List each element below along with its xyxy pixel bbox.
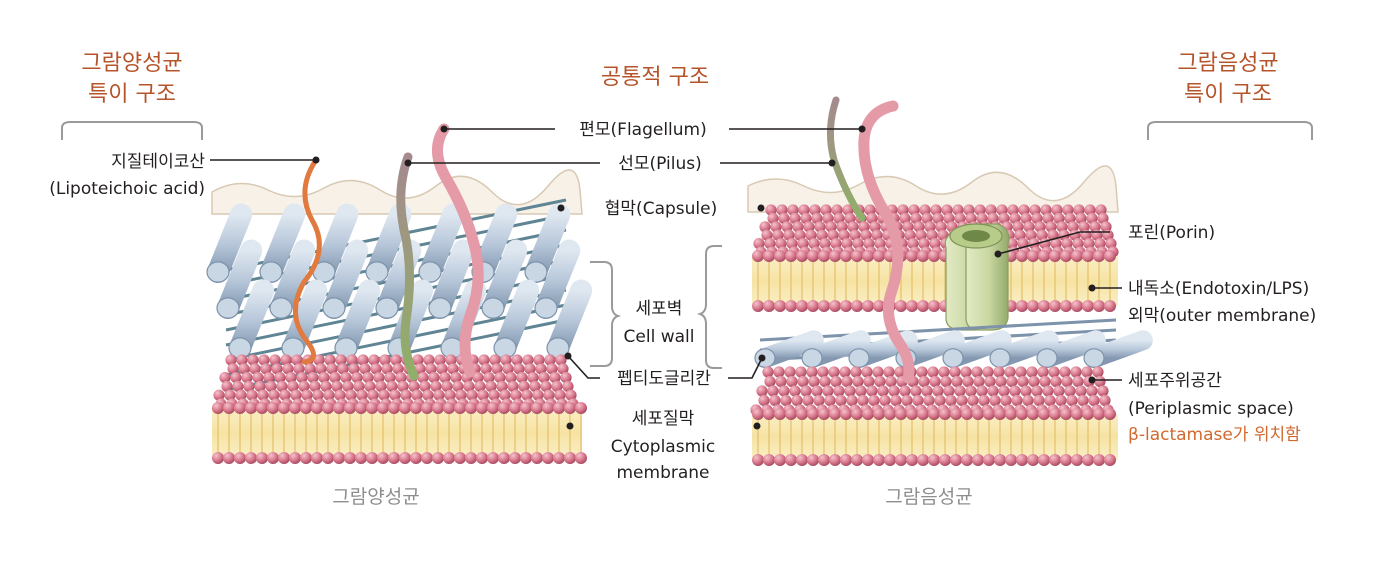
label-periplasmic-space-en: (Periplasmic space)	[1128, 399, 1294, 419]
common-structure-header: 공통적 구조	[601, 65, 709, 90]
gn-bilayer-core	[752, 414, 1118, 460]
dot-cytoplasmic-left	[566, 422, 574, 430]
label-periplasmic-space-ko: 세포주위공간	[1128, 371, 1222, 391]
outer-membrane-right	[752, 204, 1119, 312]
capsule-outline-right	[747, 165, 1119, 213]
label-lipoteichoic-acid-ko: 지질테이코산	[111, 152, 205, 172]
gp-rod-1-5	[481, 239, 528, 319]
lipoteichoic-acid-strand	[293, 157, 322, 365]
gp-rod-1-4	[428, 239, 475, 319]
label-peptidoglycan: 펩티도글리칸	[617, 369, 711, 389]
gram-negative-header-line1: 그람음성균	[1177, 51, 1278, 76]
pilus-left	[396, 152, 419, 381]
dot-porin	[994, 250, 1002, 258]
label-beta-lactamase: β-lactamase가 위치함	[1128, 425, 1301, 445]
gp-rod-0-3	[365, 203, 412, 283]
gp-rod-2-0	[228, 279, 275, 359]
label-outer-membrane-1: 내독소(Endotoxin/LPS)	[1128, 279, 1309, 299]
cell-wall-bracket-right	[696, 245, 722, 369]
label-cytoplasmic-membrane-en2: membrane	[616, 463, 709, 483]
label-pilus: 선모(Pilus)	[618, 154, 702, 174]
dot-pilus-left	[404, 159, 412, 167]
label-cytoplasmic-membrane-en1: Cytoplasmic	[611, 437, 715, 457]
gp-rod-1-2	[322, 239, 369, 319]
cytoplasmic-membrane-right	[750, 366, 1118, 466]
label-cell-wall-en: Cell wall	[624, 327, 695, 347]
dot-periplasmic	[1088, 376, 1096, 384]
gn-rod-6	[1036, 330, 1106, 368]
gn-outer-bilayer-core	[752, 256, 1118, 306]
gp-rod-1-0	[216, 239, 263, 319]
gp-membrane-surface	[213, 354, 579, 410]
label-outer-membrane-2: 외막(outer membrane)	[1128, 306, 1316, 326]
label-cell-wall-ko: 세포벽	[636, 299, 683, 319]
cytoplasmic-membrane-left	[212, 354, 587, 464]
caption-gram-negative: 그람음성균	[885, 486, 972, 508]
gram-negative-header-line2: 특이 구조	[1184, 82, 1272, 107]
gram-negative-illustration	[747, 96, 1153, 466]
pilus-right	[827, 96, 866, 222]
porin-protein	[944, 223, 1010, 331]
dot-capsule-right	[757, 204, 765, 212]
gn-bilayer-heads	[752, 408, 1116, 466]
gram-positive-bracket	[61, 121, 203, 140]
dot-pilus-right	[828, 159, 836, 167]
dot-capsule-left	[557, 204, 565, 212]
dot-flagellum-left	[440, 125, 448, 133]
gp-rod-0-0	[206, 203, 253, 283]
dot-peptidoglycan-left	[564, 352, 572, 360]
dot-peptidoglycan-right	[758, 354, 766, 362]
label-porin: 포린(Porin)	[1128, 223, 1215, 243]
gram-negative-bracket	[1147, 121, 1313, 140]
cell-wall-bracket-left	[590, 261, 622, 367]
gp-rod-1-6	[534, 239, 581, 319]
flagellum-left	[432, 123, 484, 378]
gn-bilayer-tails	[757, 420, 1111, 454]
gp-rod-0-1	[259, 203, 306, 283]
label-capsule: 협막(Capsule)	[605, 199, 717, 219]
gp-rod-1-1	[269, 239, 316, 319]
gn-outer-surface	[753, 204, 1119, 258]
label-cytoplasmic-membrane-ko: 세포질막	[632, 409, 695, 429]
peptidoglycan-thin-layer-right	[754, 318, 1153, 368]
label-flagellum: 편모(Flagellum)	[579, 120, 707, 140]
gram-positive-illustration	[206, 123, 593, 464]
dot-outer-membrane	[1088, 284, 1096, 292]
dot-cytoplasmic-right	[753, 422, 761, 430]
gn-rod-7	[1083, 330, 1153, 368]
gp-bilayer-tails	[217, 414, 582, 452]
gp-rod-0-4	[418, 203, 465, 283]
leader-peptidoglycan	[567, 355, 763, 379]
gram-positive-header-line1: 그람양성균	[81, 51, 182, 76]
gram-positive-header-line2: 특이 구조	[88, 82, 176, 107]
gp-rod-0-6	[524, 203, 571, 283]
leader-porin	[997, 231, 1110, 255]
gp-bilayer-heads	[212, 402, 587, 464]
label-lipoteichoic-acid-en: (Lipoteichoic acid)	[49, 179, 205, 199]
gn-membrane-surface	[750, 366, 1114, 416]
flagellum-right	[858, 100, 915, 384]
gp-rod-2-2	[334, 279, 381, 359]
dot-lipoteichoic	[312, 156, 320, 164]
caption-gram-positive: 그람양성균	[332, 486, 419, 508]
dot-flagellum-right	[858, 125, 866, 133]
gp-bilayer-core	[212, 408, 582, 458]
